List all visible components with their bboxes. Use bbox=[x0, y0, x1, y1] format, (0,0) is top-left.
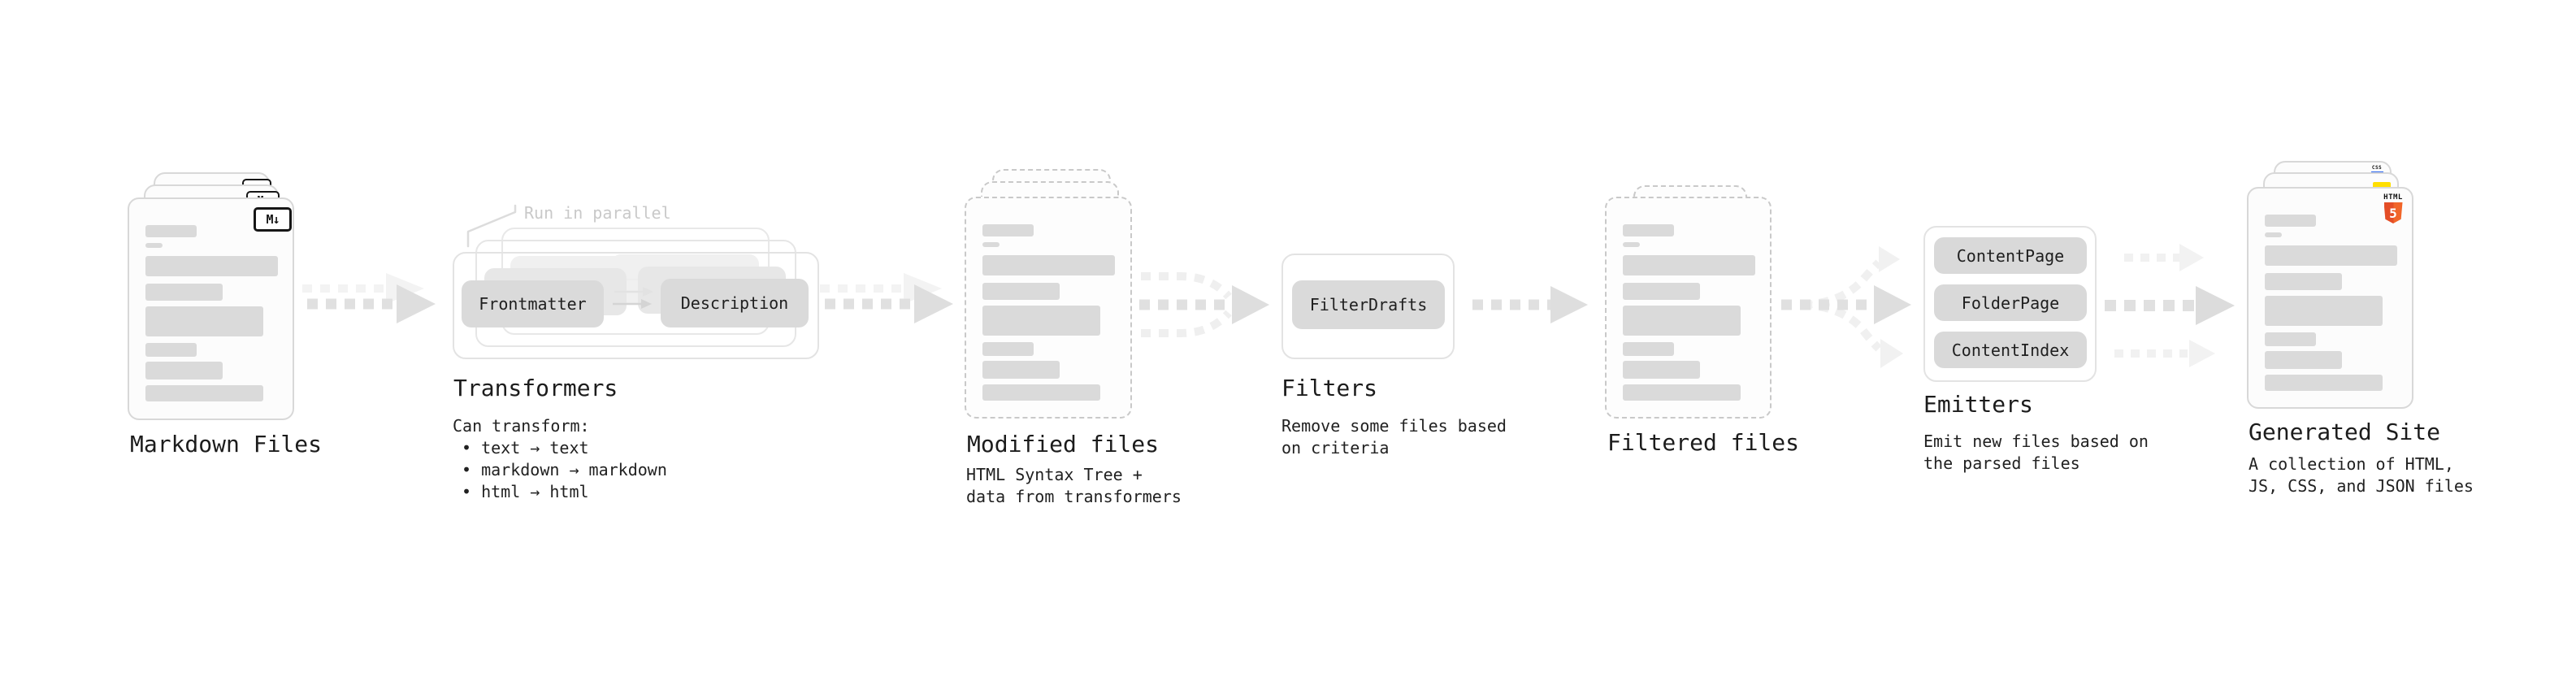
filters-box bbox=[1281, 254, 1455, 359]
text-line-bar bbox=[1623, 342, 1674, 356]
text-line-bar bbox=[145, 343, 197, 357]
transformer-box-front bbox=[453, 252, 819, 359]
modified-files-description: HTML Syntax Tree + data from transformer… bbox=[966, 464, 1182, 508]
chip-arrow-icon bbox=[613, 299, 652, 309]
chip-arrow-icon bbox=[614, 287, 653, 297]
arrow-emitters-to-generated bbox=[2105, 244, 2235, 367]
text-line-bar bbox=[982, 242, 1000, 247]
arrow-modified-to-filters bbox=[1139, 272, 1269, 337]
arrow-filters-to-filtered bbox=[1472, 286, 1588, 323]
filters-sub-line: on criteria bbox=[1281, 438, 1390, 458]
stage-label-filtered-files: Filtered files bbox=[1607, 429, 1800, 456]
text-line-bar bbox=[145, 385, 263, 401]
text-line-bar bbox=[145, 284, 223, 301]
modified-file-front bbox=[965, 197, 1132, 419]
modified-sub-line: HTML Syntax Tree + bbox=[966, 465, 1143, 484]
stage-title-emitters: Emitters bbox=[1923, 391, 2033, 418]
transformers-bullet: • text → text bbox=[462, 438, 589, 458]
text-line-bar bbox=[145, 256, 278, 276]
markdown-icon: M↓ bbox=[254, 207, 292, 232]
filters-sub-line: Remove some files based bbox=[1281, 416, 1507, 436]
generated-sub-line: JS, CSS, and JSON files bbox=[2249, 476, 2474, 496]
transformer-chip-description: Description bbox=[661, 279, 809, 327]
text-line-bar bbox=[145, 243, 163, 248]
text-line-bar bbox=[1623, 361, 1700, 379]
generated-site-description: A collection of HTML, JS, CSS, and JSON … bbox=[2249, 453, 2474, 497]
text-line-bar bbox=[2265, 245, 2397, 266]
filter-chip-filterdrafts: FilterDrafts bbox=[1292, 280, 1445, 329]
generated-sub-line: A collection of HTML, bbox=[2249, 454, 2454, 474]
text-line-bar bbox=[145, 362, 223, 380]
emitter-chip-folderpage: FolderPage bbox=[1934, 284, 2087, 321]
text-line-bar bbox=[982, 306, 1100, 336]
text-line-bar bbox=[2265, 232, 2282, 237]
run-in-parallel-annotation: Run in parallel bbox=[524, 203, 671, 223]
text-line-bar bbox=[145, 225, 197, 237]
text-line-bar bbox=[982, 384, 1100, 401]
html5-icon: HTML 5 bbox=[2383, 194, 2404, 223]
stage-title-transformers: Transformers bbox=[453, 375, 618, 401]
generated-file-front: HTML 5 bbox=[2247, 187, 2413, 409]
text-line-bar bbox=[1623, 384, 1741, 401]
text-line-bar bbox=[2265, 351, 2342, 369]
text-line-bar bbox=[2265, 273, 2342, 290]
filtered-file-front bbox=[1605, 197, 1772, 419]
stage-label-markdown-files: Markdown Files bbox=[130, 431, 323, 458]
emitters-sub-line: the parsed files bbox=[1923, 453, 2080, 473]
emitter-chip-contentindex: ContentIndex bbox=[1934, 332, 2087, 368]
transformers-bullet: • html → html bbox=[462, 482, 589, 501]
annotation-connector-line bbox=[466, 204, 517, 248]
text-line-bar bbox=[145, 306, 263, 336]
text-line-bar bbox=[2265, 332, 2316, 346]
emitters-sub-line: Emit new files based on bbox=[1923, 432, 2149, 451]
transformer-chip-frontmatter: Frontmatter bbox=[462, 280, 604, 327]
text-line-bar bbox=[1623, 224, 1674, 236]
text-line-bar bbox=[982, 342, 1034, 356]
filters-description: Remove some files based on criteria bbox=[1281, 415, 1507, 459]
text-line-bar bbox=[2265, 215, 2316, 227]
text-line-bar bbox=[1623, 306, 1741, 336]
text-line-bar bbox=[982, 361, 1060, 379]
arrow-markdown-to-transformers bbox=[302, 273, 436, 323]
text-line-bar bbox=[982, 283, 1060, 300]
emitters-box bbox=[1923, 226, 2097, 382]
text-line-bar bbox=[1623, 283, 1700, 300]
text-line-bar bbox=[982, 255, 1115, 275]
text-line-bar bbox=[982, 224, 1034, 236]
markdown-file-front: M↓ bbox=[128, 197, 294, 420]
stage-label-modified-files: Modified files bbox=[967, 431, 1160, 458]
transformers-description: Can transform: • text → text • markdown … bbox=[453, 415, 667, 503]
text-line-bar bbox=[1623, 242, 1640, 247]
modified-sub-line: data from transformers bbox=[966, 487, 1182, 506]
transformers-sub-intro: Can transform: bbox=[453, 416, 590, 436]
emitters-description: Emit new files based on the parsed files bbox=[1923, 431, 2149, 475]
emitter-chip-contentpage: ContentPage bbox=[1934, 237, 2087, 274]
text-line-bar bbox=[1623, 255, 1755, 275]
stage-label-generated-site: Generated Site bbox=[2249, 419, 2441, 445]
arrow-filtered-to-emitters bbox=[1781, 246, 1911, 368]
text-line-bar bbox=[2265, 296, 2383, 326]
stage-title-filters: Filters bbox=[1281, 375, 1378, 401]
arrow-transformers-to-modified bbox=[820, 273, 953, 323]
text-line-bar bbox=[2265, 375, 2383, 391]
transformers-bullet: • markdown → markdown bbox=[462, 460, 667, 479]
